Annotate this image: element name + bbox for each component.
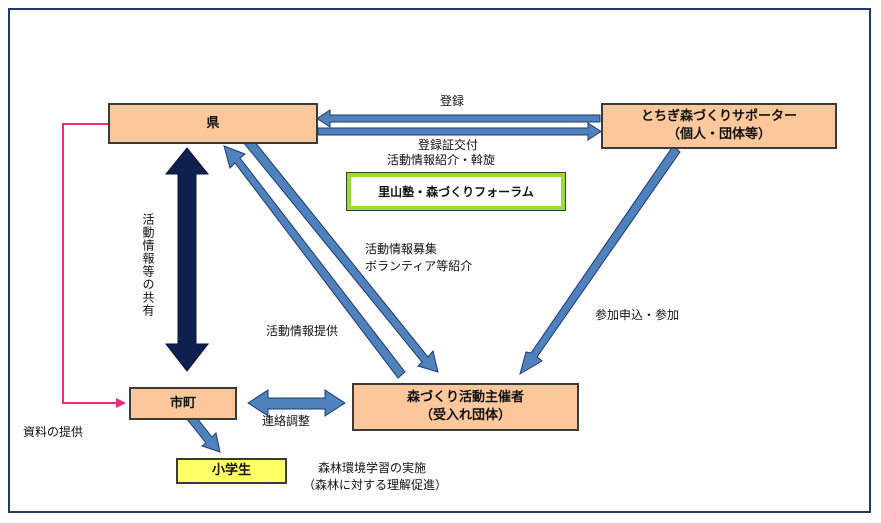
arrow-recruit-info (242, 135, 439, 373)
node-ken: 県 (108, 103, 318, 144)
label-provide-info: 活動情報提供 (266, 324, 339, 338)
diagram-frame (8, 8, 871, 513)
node-students-label: 小学生 (211, 463, 251, 478)
organizer-line1: 森づくり活動主催者 (406, 390, 524, 405)
node-students: 小学生 (176, 458, 287, 484)
label-coordinate: 連絡調整 (262, 414, 311, 428)
arrow-issue-certificate (317, 122, 602, 141)
arrow-share-info (164, 147, 210, 372)
node-supporter: とちぎ森づくりサポーター （個人・団体等） (601, 103, 837, 149)
supporter-line2: （個人・団体等） (666, 127, 771, 142)
node-shimachi: 市町 (129, 387, 237, 420)
label-share-info: 活動情報等の共有 (141, 213, 155, 317)
label-provide-materials: 資料の提供 (23, 425, 84, 439)
label-forest-education: 森林環境学習の実施 (318, 461, 427, 475)
node-ken-label: 県 (206, 115, 220, 131)
node-forum: 里山塾・森づくりフォーラム (346, 172, 566, 211)
arrow-apply-participate (519, 145, 681, 376)
label-register: 登録 (440, 94, 465, 108)
supporter-line1: とちぎ森づくりサポーター (640, 109, 797, 124)
label-understanding: （森林に対する理解促進） (303, 478, 448, 492)
forum-label: 里山塾・森づくりフォーラム (378, 184, 534, 199)
arrow-provide-materials (62, 123, 126, 408)
label-introduce-info: 活動情報紹介・斡旋 (387, 153, 496, 167)
node-organizer: 森づくり活動主催者 （受入れ団体） (352, 383, 579, 431)
label-issue-certificate: 登録証交付 (418, 138, 479, 152)
organizer-line2: （受入れ団体） (419, 408, 511, 423)
label-apply-participate: 参加申込・参加 (595, 308, 680, 322)
label-volunteer: ボランティア等紹介 (365, 259, 473, 273)
arrow-register (316, 109, 601, 128)
arrow-coordinate (247, 389, 346, 417)
label-recruit-info: 活動情報募集 (365, 242, 438, 256)
arrow-provide-info (223, 145, 406, 379)
node-shimachi-label: 市町 (169, 395, 196, 411)
